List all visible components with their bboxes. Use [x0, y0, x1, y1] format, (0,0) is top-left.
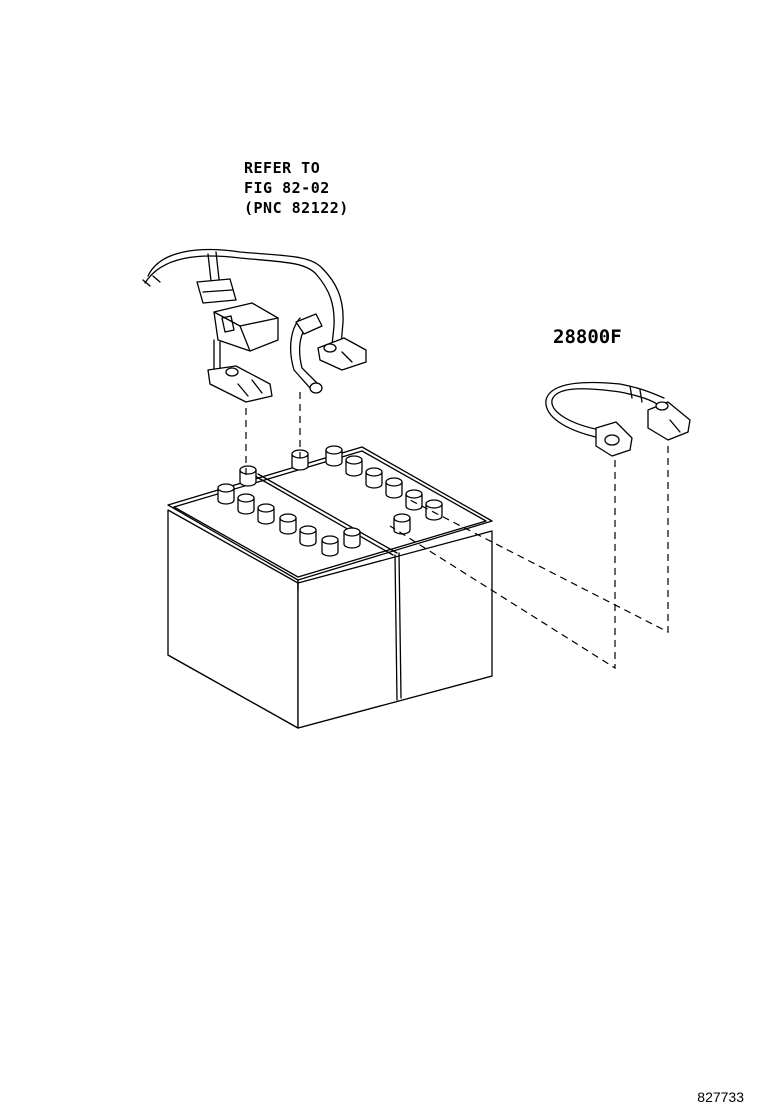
battery-cap-icon: [279, 513, 297, 535]
battery-cap-icon: [325, 445, 343, 467]
battery-cap-icon: [425, 499, 443, 521]
battery-cap-icon: [393, 513, 411, 535]
battery-icon: [167, 446, 493, 729]
reference-line-3[interactable]: (PNC 82122): [244, 199, 349, 217]
figure-id: 827733: [697, 1089, 744, 1105]
battery-cable-harness-icon: [142, 248, 367, 403]
battery-cap-icon: [343, 527, 361, 549]
battery-cap-icon: [237, 493, 255, 515]
battery-terminal-cable-icon: [545, 381, 691, 457]
battery-cap-icon: [217, 483, 235, 505]
battery-cap-icon: [345, 455, 363, 477]
battery-cap-icon: [257, 503, 275, 525]
battery-cap-icon: [365, 467, 383, 489]
battery-cap-icon: [405, 489, 423, 511]
battery-cap-icon: [299, 525, 317, 547]
assembly-lines: [245, 392, 669, 670]
reference-line-2: FIG 82-02: [244, 179, 330, 197]
part-number-label[interactable]: 28800F: [553, 326, 622, 348]
battery-cap-icon: [385, 477, 403, 499]
battery-caps: [217, 445, 443, 557]
battery-cap-icon: [239, 465, 257, 487]
battery-cap-icon: [321, 535, 339, 557]
reference-line-1: REFER TO: [244, 159, 321, 177]
